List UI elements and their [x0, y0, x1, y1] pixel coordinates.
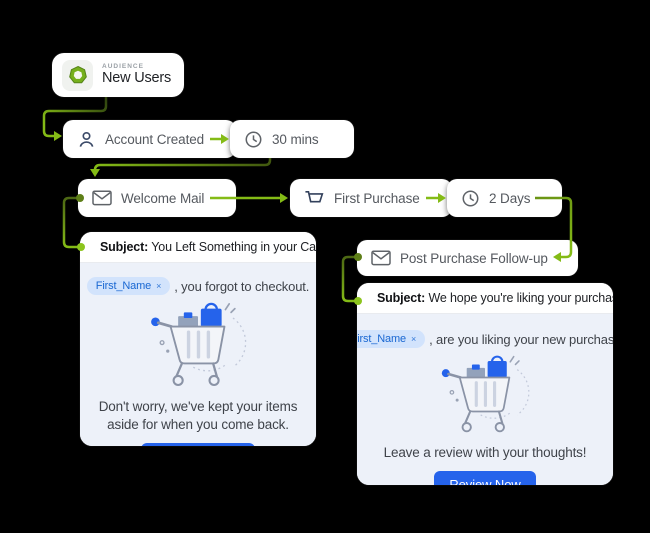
subject-text: You Left Something in your Cart	[151, 240, 316, 254]
envelope-icon	[92, 190, 112, 206]
cart-with-items-illustration	[146, 301, 250, 394]
node-label: Welcome Mail	[121, 190, 205, 206]
subject-text: We hope you're liking your purchase	[428, 291, 613, 305]
node-label: First Purchase	[334, 190, 420, 206]
cart-icon	[304, 189, 325, 207]
merge-tag-label: First_Name	[95, 280, 152, 292]
subject-label: Subject:	[100, 240, 149, 254]
email-preview-cart-abandonment: Subject: You Left Something in your Cart…	[80, 232, 316, 446]
greeting-text: , are you liking your new purchase?	[429, 331, 613, 347]
node-first-purchase[interactable]: First Purchase	[290, 179, 452, 217]
email-body: First_Name × , you forgot to checkout.	[80, 263, 316, 446]
chip-remove-icon[interactable]: ×	[156, 281, 162, 291]
email-preview-post-purchase: Subject: We hope you're liking your purc…	[357, 283, 613, 485]
node-welcome-mail[interactable]: Welcome Mail	[78, 179, 236, 217]
email-message: Leave a review with your thoughts!	[383, 445, 587, 460]
clock-icon	[461, 189, 480, 208]
email-subject: Subject: You Left Something in your Cart	[80, 232, 316, 263]
node-account-created[interactable]: Account Created	[63, 120, 236, 158]
node-label: 2 Days	[489, 190, 531, 206]
email-message: Don't worry, we've kept your items aside…	[98, 399, 298, 433]
node-label: 30 mins	[272, 131, 319, 147]
greeting-text: , you forgot to checkout.	[174, 278, 310, 294]
merge-tag-chip[interactable]: First_Name ×	[86, 277, 171, 295]
person-icon	[77, 130, 96, 149]
cart-with-items-illustration	[437, 354, 533, 440]
node-delay-2-days[interactable]: 2 Days	[447, 179, 562, 217]
merge-tag-label: First_Name	[357, 333, 406, 345]
clock-icon	[244, 130, 263, 149]
checkout-now-button[interactable]: Checkout Now	[141, 443, 255, 446]
email-body: First_Name × , are you liking your new p…	[357, 314, 613, 485]
merge-tag-chip[interactable]: First_Name ×	[357, 330, 426, 348]
audience-ring-icon	[62, 59, 93, 91]
subject-label: Subject:	[377, 291, 426, 305]
audience-name: New Users	[102, 69, 172, 86]
review-now-button[interactable]: Review Now	[434, 471, 536, 485]
connector-delay-to-welcome-mail	[90, 158, 272, 177]
node-audience-new-users[interactable]: AUDIENCE New Users	[52, 53, 184, 97]
chip-remove-icon[interactable]: ×	[410, 334, 417, 344]
node-label: Post Purchase Follow-up	[400, 250, 548, 266]
node-delay-30-mins[interactable]: 30 mins	[230, 120, 354, 158]
node-label: Account Created	[105, 131, 205, 147]
email-subject: Subject: We hope you're liking your purc…	[357, 283, 613, 314]
audience-label: AUDIENCE	[102, 63, 144, 71]
envelope-icon	[371, 250, 391, 266]
node-post-purchase-follow-up[interactable]: Post Purchase Follow-up	[357, 240, 578, 276]
